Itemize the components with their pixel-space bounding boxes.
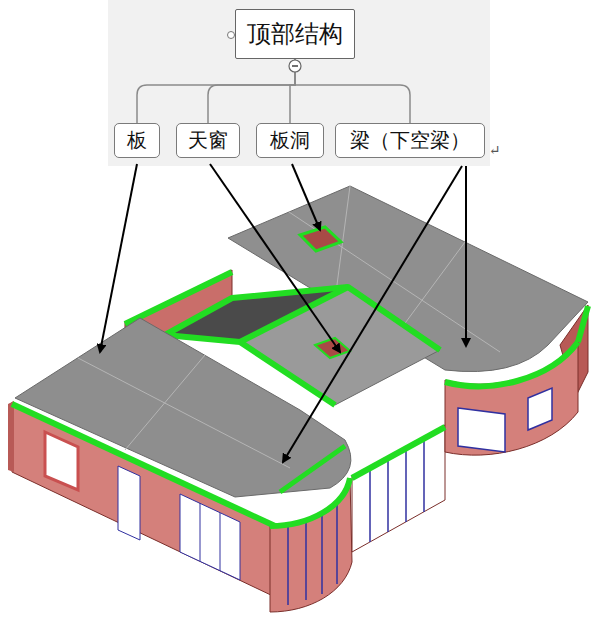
window (528, 388, 552, 430)
node-text: 天窗 (188, 127, 228, 154)
tree-connector (208, 59, 295, 123)
mindmap-ground (108, 0, 490, 166)
slab-hole (300, 227, 341, 251)
window (45, 432, 78, 490)
skylight-slab (240, 287, 440, 405)
collapse-minus (292, 65, 298, 66)
root-box: 顶部结构 (235, 9, 355, 59)
topic-box: 梁（下空梁） (335, 123, 485, 158)
node-text: 梁（下空梁） (350, 127, 470, 154)
window-frame (220, 513, 221, 571)
glass-wall (352, 425, 445, 552)
door (118, 466, 140, 540)
topic-box: 板洞 (256, 123, 324, 158)
beam (280, 446, 345, 492)
node-text: 板洞 (270, 127, 310, 154)
topic-box: 板 (114, 123, 160, 158)
node-text: 板 (127, 127, 147, 154)
collapse-button (289, 60, 301, 72)
leader-arrows (100, 164, 466, 462)
slab-seams (78, 355, 290, 468)
paragraph-mark: ↵ (489, 142, 501, 159)
node-handle (228, 32, 235, 39)
round-tower-wall (270, 478, 352, 612)
topic-box: 天窗 (176, 123, 240, 158)
node-text: 顶部结构 (247, 18, 343, 50)
window (458, 408, 505, 452)
roof-slab (15, 318, 351, 497)
window-frame (200, 503, 201, 561)
tree-connector (295, 59, 410, 123)
side-wall (8, 401, 14, 472)
tree-connector (137, 59, 295, 123)
